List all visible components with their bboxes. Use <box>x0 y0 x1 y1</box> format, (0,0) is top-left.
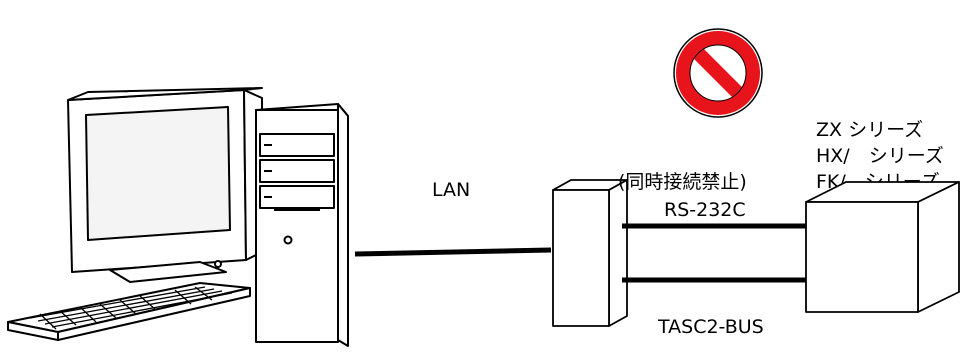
no-entry-icon <box>673 28 763 118</box>
series-label-zx: ZX シリーズ <box>816 119 923 141</box>
converter-box-icon <box>552 179 628 327</box>
desktop-pc-icon <box>7 87 349 347</box>
series-label-hx: HX/ シリーズ <box>816 145 944 167</box>
tasc2bus-label: TASC2-BUS <box>657 316 764 338</box>
rs232c-label: RS-232C <box>664 199 746 221</box>
lan-line <box>354 247 552 257</box>
prohibition-label: (同時接続禁止) <box>618 171 747 193</box>
device-box-icon <box>805 181 960 313</box>
lan-label: LAN <box>432 179 470 201</box>
